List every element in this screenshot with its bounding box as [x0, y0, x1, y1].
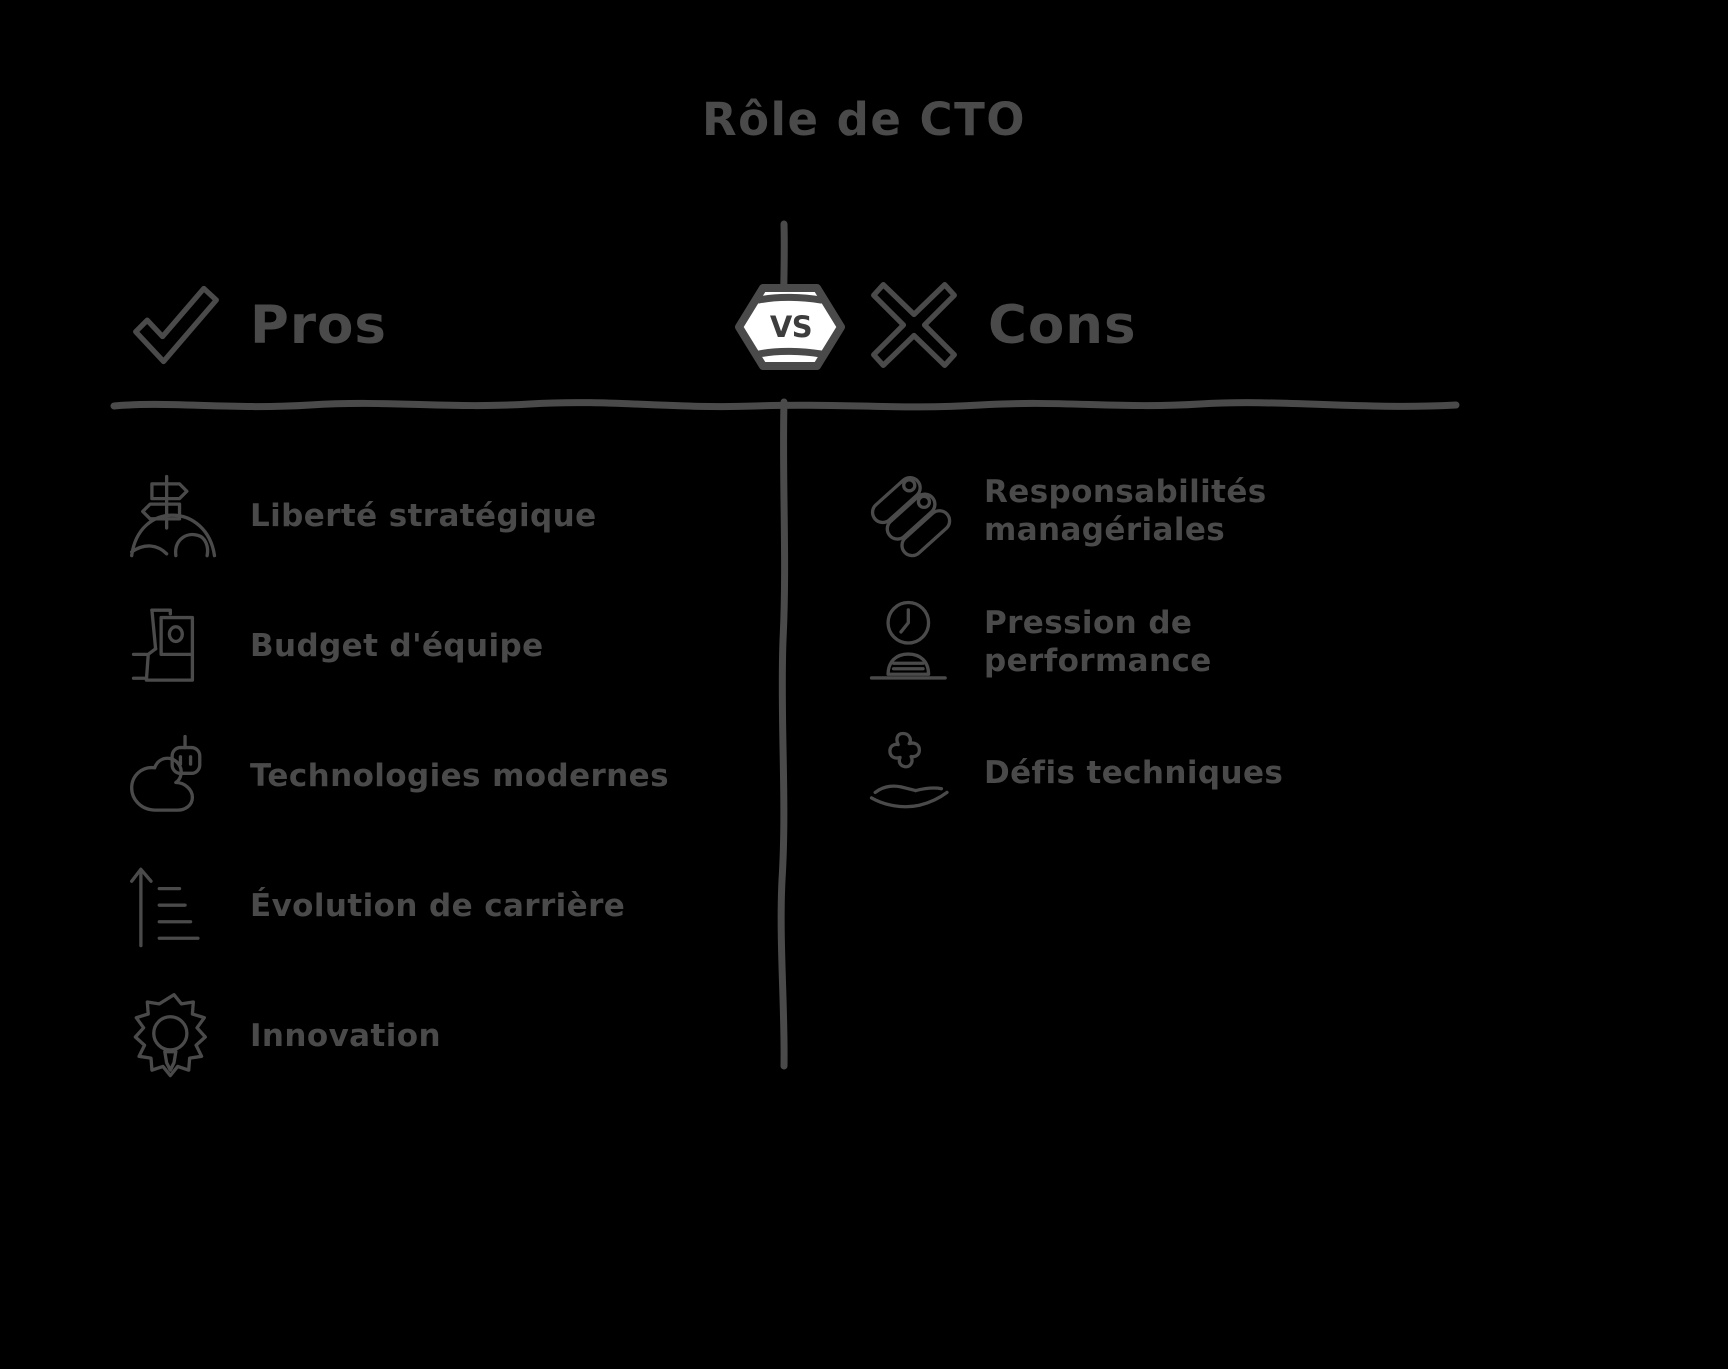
list-item: Innovation [128, 972, 768, 1102]
gear-lightbulb-icon [133, 993, 207, 1078]
gauge-person-icon [869, 600, 947, 680]
list-item-label: Défis techniques [984, 754, 1284, 791]
list-item: Liberté stratégique [128, 452, 768, 582]
list-item-label: Innovation [250, 1018, 441, 1055]
list-item: Pression de performance [866, 577, 1486, 708]
list-item-label: Responsabilités managériales [984, 474, 1314, 550]
list-item-label: Liberté stratégique [250, 498, 597, 535]
list-item: Budget d'équipe [128, 582, 768, 712]
horizontal-divider [110, 399, 1460, 411]
cross-mark-icon [871, 282, 957, 368]
signpost-hill-icon [130, 474, 217, 558]
stacked-bars-icon [870, 475, 952, 557]
cloud-robot-icon [130, 734, 202, 812]
list-item: Défis techniques [866, 708, 1486, 839]
cons-list: Responsabilités managériales Pression de… [866, 446, 1486, 839]
pros-header: Pros [128, 277, 387, 373]
wallet-money-icon [131, 608, 195, 682]
vs-badge: VS [733, 281, 847, 373]
puzzle-hand-icon [869, 731, 949, 808]
list-item-label: Technologies modernes [250, 758, 669, 795]
pros-list: Liberté stratégique Budget d'équipe [128, 452, 768, 1102]
vs-label: VS [769, 310, 813, 344]
cons-heading: Cons [988, 294, 1137, 356]
list-item-line-1: Pression de performance [984, 604, 1212, 679]
cons-header: Cons [866, 277, 1137, 373]
vs-hexagon-icon [735, 284, 845, 370]
list-item: Évolution de carrière [128, 842, 768, 972]
growth-arrow-icon [130, 867, 200, 948]
check-mark-icon [133, 285, 219, 365]
list-item: Responsabilités managériales [866, 446, 1486, 577]
page-title: Rôle de CTO [701, 93, 1027, 146]
list-item-label: Budget d'équipe [250, 628, 544, 665]
list-item-label: Pression de performance [984, 605, 1314, 681]
list-item-line-1: Responsabilités managériales [984, 473, 1267, 548]
list-item: Technologies modernes [128, 712, 768, 842]
list-item-label: Évolution de carrière [250, 888, 626, 925]
pros-heading: Pros [250, 294, 387, 356]
